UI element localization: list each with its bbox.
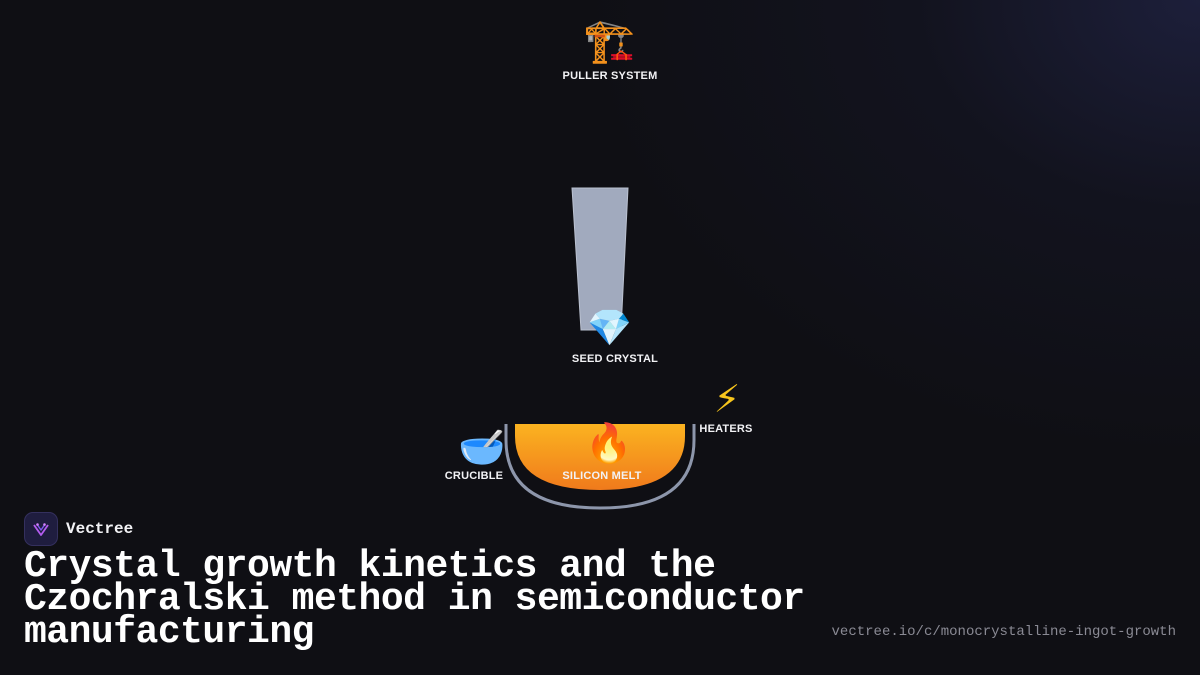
construction-crane-icon: 🏗️ [583, 16, 636, 65]
silicon-ingot [571, 187, 629, 331]
silicon-melt-label: SILICON MELT [562, 470, 642, 482]
lightning-icon: ⚡ [713, 377, 741, 421]
crucible-outline [504, 424, 696, 510]
seed-crystal-label: SEED CRYSTAL [571, 353, 659, 365]
vectree-logo-icon [24, 512, 58, 546]
brand[interactable]: Vectree [24, 512, 133, 546]
brand-name: Vectree [66, 520, 134, 538]
vectree-logo-glyph [33, 523, 49, 536]
bowl-with-spoon-icon: 🥣 [458, 425, 506, 469]
puller-system-label: PULLER SYSTEM [562, 70, 658, 82]
fire-icon: 🔥 [585, 421, 633, 465]
page-url[interactable]: vectree.io/c/monocrystalline-ingot-growt… [831, 624, 1176, 640]
heaters-label: HEATERS [699, 423, 753, 435]
crucible-label: CRUCIBLE [444, 470, 504, 482]
silicon-melt-pool [515, 424, 685, 490]
gem-icon: 💎 [587, 308, 632, 349]
page-title: Crystal growth kinetics and the Czochral… [24, 545, 805, 654]
